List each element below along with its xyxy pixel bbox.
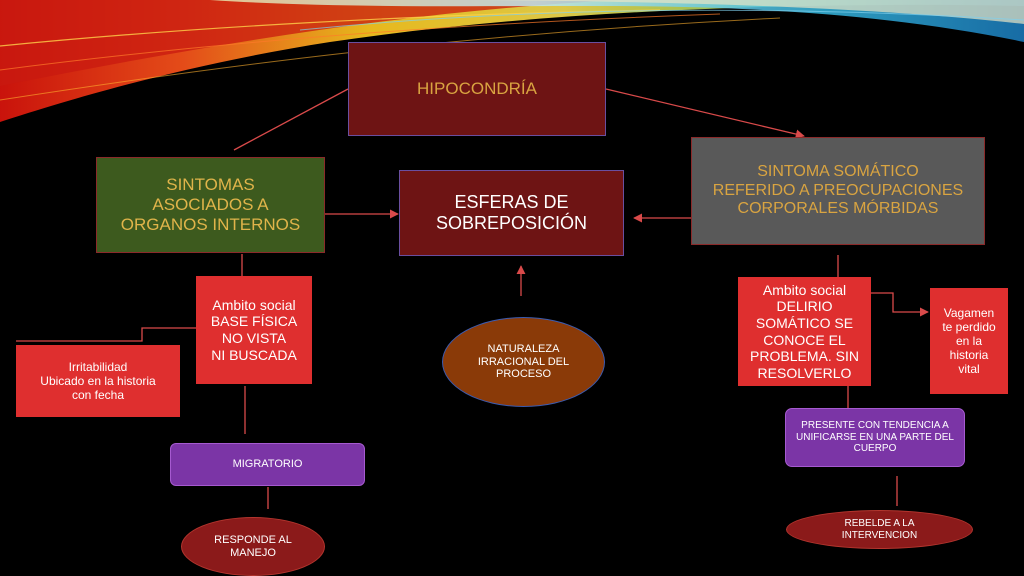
node-sintomas-asociados: SINTOMAS ASOCIADOS A ORGANOS INTERNOS <box>96 157 325 253</box>
node-ambito-delirio: Ambito social DELIRIO SOMÁTICO SE CONOCE… <box>738 277 871 386</box>
node-irritabilidad: Irritabilidad Ubicado en la historia con… <box>16 345 180 417</box>
node-presente-tendencia: PRESENTE CON TENDENCIA A UNIFICARSE EN U… <box>785 408 965 467</box>
node-rebelde-intervencion: REBELDE A LA INTERVENCION <box>786 510 973 549</box>
connector-hipocondria-somatico <box>605 88 805 139</box>
node-naturaleza-irracional: NATURALEZA IRRACIONAL DEL PROCESO <box>442 317 605 407</box>
node-sintoma-somatico: SINTOMA SOMÁTICO REFERIDO A PREOCUPACION… <box>691 137 985 245</box>
node-hipocondria: HIPOCONDRÍA <box>348 42 606 136</box>
connector-hipocondria-sintomas <box>233 88 349 151</box>
connector-ambito-vagamente <box>871 292 929 317</box>
decorative-wave-banner <box>0 0 1024 122</box>
node-ambito-base-fisica: Ambito social BASE FÍSICA NO VISTA NI BU… <box>196 276 312 384</box>
node-responde-manejo: RESPONDE AL MANEJO <box>181 517 325 576</box>
node-esferas-sobreposicion: ESFERAS DE SOBREPOSICIÓN <box>399 170 624 256</box>
node-vagamente-perdido: Vagamen te perdido en la historia vital <box>930 288 1008 394</box>
connector-ambito-irritabilidad <box>16 327 196 342</box>
node-migratorio: MIGRATORIO <box>170 443 365 486</box>
